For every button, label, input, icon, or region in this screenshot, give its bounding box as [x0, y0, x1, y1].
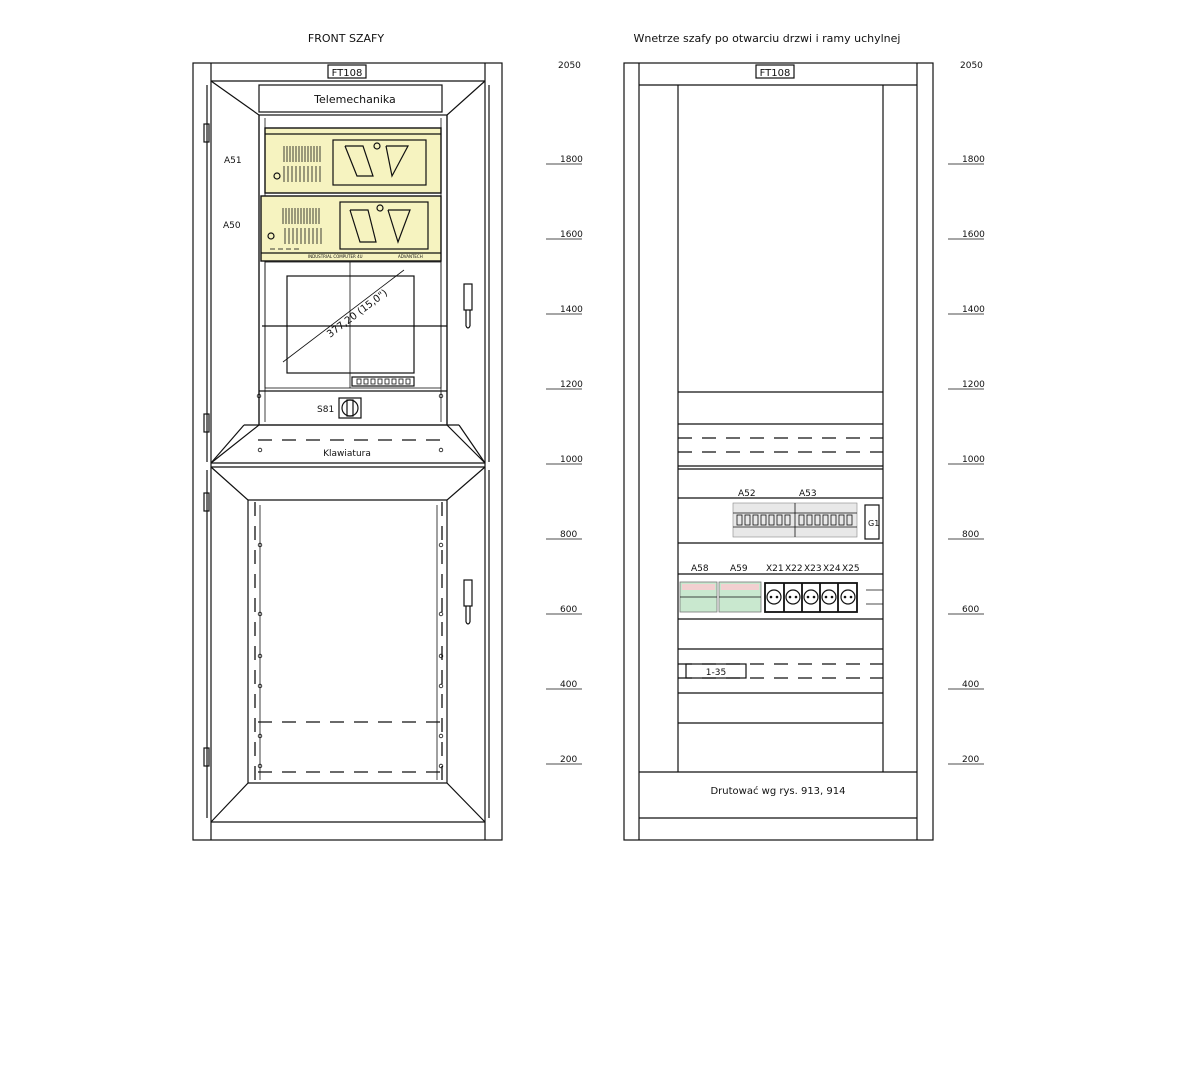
a53-label: A53 [799, 489, 817, 499]
x21-label: X21 [766, 564, 784, 574]
scale-left-1800: 1800 [560, 155, 583, 165]
front-cabinet-outline [192, 62, 503, 841]
wiring-note: Drutować wg rys. 913, 914 [710, 785, 845, 797]
pc-caption-left: INDUSTRIAL COMPUTER 4U [308, 254, 363, 259]
interior-view-title: Wnetrze szafy po otwarciu drzwi i ramy u… [634, 32, 901, 45]
scale-left-1200: 1200 [560, 380, 583, 390]
right-height-scale: 2050 1800 1600 1400 1200 1000 800 600 40… [948, 61, 985, 765]
door-handle-lower [463, 579, 473, 625]
scale-right-1400: 1400 [962, 305, 985, 315]
telemechanika-label: Telemechanika [313, 93, 396, 106]
screen-dimension: 377,20 (15,0") [325, 288, 390, 341]
scale-left-800: 800 [560, 530, 577, 540]
scale-left-400: 400 [560, 680, 577, 690]
scale-right-600: 600 [962, 605, 979, 615]
scale-right-1000: 1000 [962, 455, 985, 465]
scale-right-1600: 1600 [962, 230, 985, 240]
scale-right-2050: 2050 [960, 61, 983, 71]
door-hinges [203, 123, 210, 767]
front-tag: FT108 [332, 68, 363, 79]
scale-left-200: 200 [560, 755, 577, 765]
interior-tag-box [755, 64, 795, 79]
busbar-box [685, 663, 747, 679]
pc-unit-a51 [264, 127, 442, 194]
a52-label: A52 [738, 489, 756, 499]
g1-label: G1 [868, 519, 879, 528]
front-tag-box [327, 64, 367, 79]
scale-left-1600: 1600 [560, 230, 583, 240]
a51-label: A51 [224, 156, 242, 166]
s81-label: S81 [317, 405, 334, 415]
sockets-x21-x25 [764, 582, 858, 613]
monitor: 377,20 (15,0") [262, 261, 447, 389]
interior-tag: FT108 [760, 68, 791, 79]
door-handle-upper [463, 283, 473, 329]
scale-right-1200: 1200 [962, 380, 985, 390]
pc-unit-a50: INDUSTRIAL COMPUTER 4U ADVANTECH [260, 195, 442, 262]
x25-label: X25 [842, 564, 860, 574]
a50-label: A50 [223, 221, 241, 231]
pc-caption-right: ADVANTECH [398, 254, 423, 259]
main-switch-s81 [338, 397, 362, 419]
keyboard-tray: Klawiatura [210, 424, 486, 468]
scale-right-1800: 1800 [962, 155, 985, 165]
telemechanika-header [258, 84, 443, 113]
scale-left-2050: 2050 [558, 61, 581, 71]
front-view: FRONT SZAFY FT108 Telemechanika [192, 32, 503, 841]
scale-left-1400: 1400 [560, 305, 583, 315]
scale-right-200: 200 [962, 755, 979, 765]
scale-left-1000: 1000 [560, 455, 583, 465]
scale-left-600: 600 [560, 605, 577, 615]
interior-cabinet-outline [623, 62, 934, 841]
keyboard-label: Klawiatura [323, 449, 371, 459]
a58-label: A58 [691, 564, 709, 574]
modules-a58-a59 [679, 581, 762, 613]
busbar-label: 1-35 [706, 668, 726, 678]
scale-right-800: 800 [962, 530, 979, 540]
a59-label: A59 [730, 564, 748, 574]
front-view-title: FRONT SZAFY [308, 32, 384, 45]
modules-a52-a53 [732, 502, 858, 538]
x22-label: X22 [785, 564, 803, 574]
left-height-scale: 2050 1800 1600 1400 1200 1000 800 600 40… [546, 61, 583, 765]
interior-view: Wnetrze szafy po otwarciu drzwi i ramy u… [623, 32, 934, 841]
g1-box [864, 504, 880, 540]
x23-label: X23 [804, 564, 822, 574]
scale-right-400: 400 [962, 680, 979, 690]
x24-label: X24 [823, 564, 841, 574]
